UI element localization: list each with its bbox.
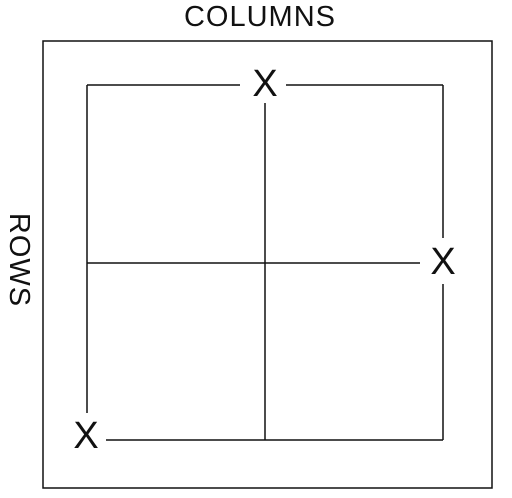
- columns-label: COLUMNS: [183, 1, 336, 33]
- mark-top-x: X: [252, 63, 278, 105]
- mark-right-x: X: [430, 241, 456, 283]
- outer-frame: [42, 40, 493, 489]
- mark-bottom-x: X: [73, 415, 99, 457]
- rows-label: ROWS: [3, 212, 35, 308]
